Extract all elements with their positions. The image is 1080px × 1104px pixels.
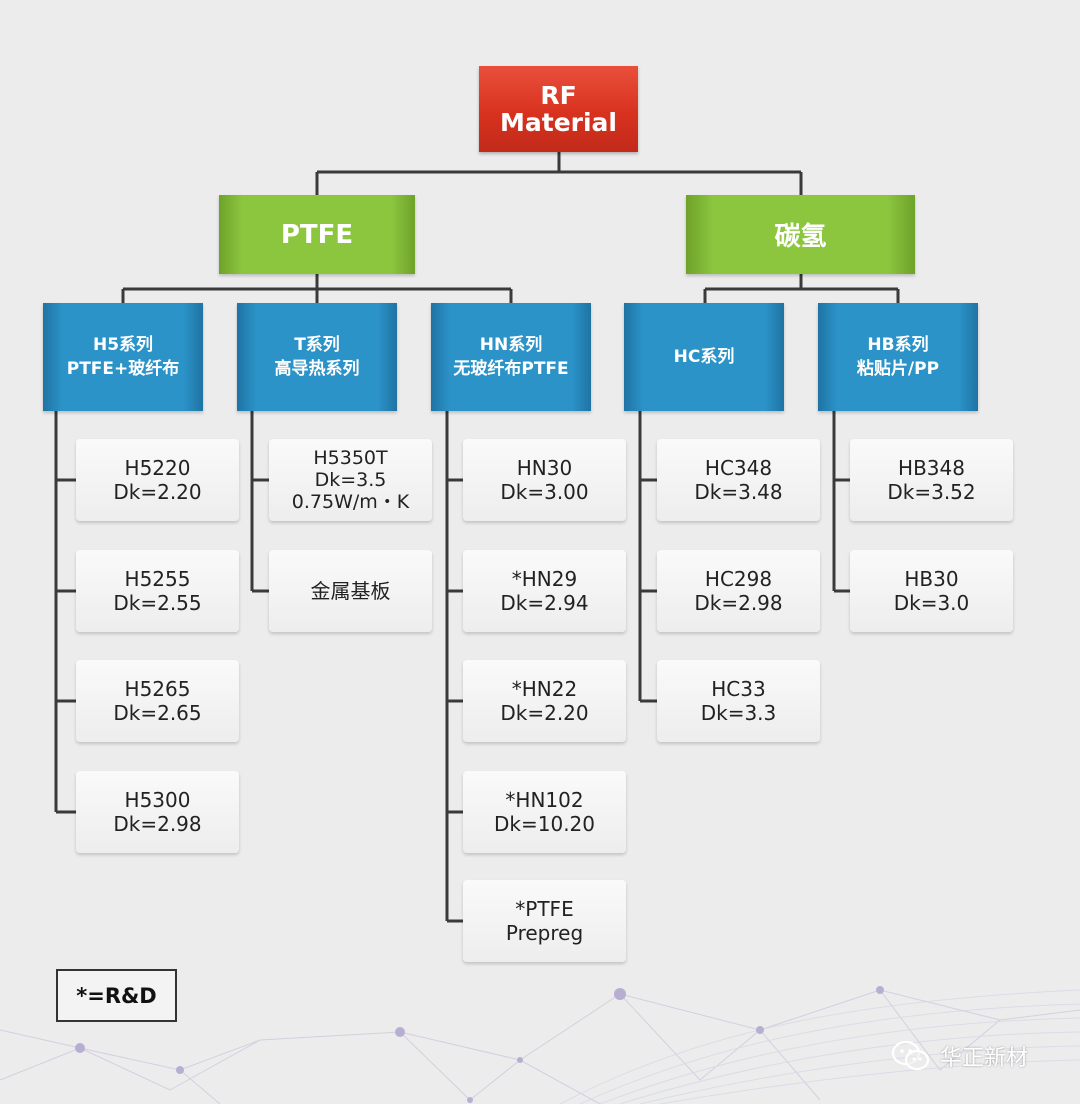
series-title: HB系列	[867, 335, 929, 355]
product-name: HB30	[904, 567, 959, 591]
product-dk: Dk=3.52	[887, 480, 976, 504]
product-dk: Prepreg	[505, 921, 584, 945]
product-thermal: 0.75W/m・K	[291, 491, 410, 513]
root-line-1: RF	[540, 81, 577, 110]
product-hn30: HN30 Dk=3.00	[463, 439, 626, 521]
product-name: *PTFE	[515, 897, 574, 921]
product-name: *HN29	[511, 567, 578, 591]
category-label: PTFE	[280, 219, 354, 250]
product-hb348: HB348 Dk=3.52	[850, 439, 1013, 521]
product-dk: Dk=2.98	[113, 812, 202, 836]
product-h5255: H5255 Dk=2.55	[76, 550, 239, 632]
series-subtitle: PTFE+玻纤布	[66, 359, 180, 379]
product-name: H5220	[124, 456, 191, 480]
product-hc348: HC348 Dk=3.48	[657, 439, 820, 521]
series-subtitle: 高导热系列	[274, 359, 360, 379]
wechat-icon	[892, 1040, 930, 1071]
series-title: HN系列	[479, 335, 543, 355]
series-title: H5系列	[92, 335, 154, 355]
brand-name: 华正新材	[940, 1046, 1029, 1071]
root-line-2: Material	[500, 108, 617, 137]
product-dk: Dk=3.3	[700, 701, 777, 725]
brand-watermark: 华正新材	[892, 1036, 1028, 1076]
product-dk: Dk=2.65	[113, 701, 202, 725]
series-title: T系列	[294, 335, 340, 355]
series-subtitle: 无玻纤布PTFE	[453, 359, 569, 379]
product-h5265: H5265 Dk=2.65	[76, 660, 239, 742]
product-name: HN30	[516, 456, 573, 480]
product-name: H5265	[124, 677, 191, 701]
product-dk: Dk=2.55	[113, 591, 202, 615]
product-dk: Dk=3.5	[314, 469, 387, 491]
product-metal-substrate: 金属基板	[269, 550, 432, 632]
background-network-decoration	[0, 986, 1080, 1104]
category-ptfe: PTFE	[219, 195, 415, 274]
product-hn29: *HN29 Dk=2.94	[463, 550, 626, 632]
product-name: *HN22	[511, 677, 578, 701]
product-name: H5300	[124, 788, 191, 812]
legend-rd-note: *=R&D	[56, 969, 177, 1022]
product-ptfe-prepreg: *PTFE Prepreg	[463, 880, 626, 962]
series-t: T系列 高导热系列	[237, 303, 397, 411]
product-hb30: HB30 Dk=3.0	[850, 550, 1013, 632]
product-dk: Dk=2.20	[500, 701, 589, 725]
series-hc: HC系列	[624, 303, 784, 411]
product-h5220: H5220 Dk=2.20	[76, 439, 239, 521]
product-name: 金属基板	[310, 579, 391, 603]
product-name: H5255	[124, 567, 191, 591]
product-hc298: HC298 Dk=2.98	[657, 550, 820, 632]
series-h5: H5系列 PTFE+玻纤布	[43, 303, 203, 411]
series-subtitle: 粘贴片/PP	[856, 359, 940, 379]
product-hn22: *HN22 Dk=2.20	[463, 660, 626, 742]
product-dk: Dk=2.98	[694, 591, 783, 615]
product-name: HC298	[704, 567, 773, 591]
product-h5300: H5300 Dk=2.98	[76, 771, 239, 853]
product-dk: Dk=3.0	[893, 591, 970, 615]
product-hn102: *HN102 Dk=10.20	[463, 771, 626, 853]
product-name: *HN102	[505, 788, 584, 812]
series-title: HC系列	[673, 347, 735, 367]
root-node-rf-material: RF Material	[479, 66, 638, 152]
category-label: 碳氢	[774, 222, 827, 252]
product-dk: Dk=10.20	[494, 812, 595, 836]
product-dk: Dk=3.00	[500, 480, 589, 504]
category-hydrocarbon: 碳氢	[686, 195, 915, 274]
product-name: HB348	[898, 456, 965, 480]
product-name: HC33	[711, 677, 766, 701]
product-dk: Dk=2.20	[113, 480, 202, 504]
product-dk: Dk=3.48	[694, 480, 783, 504]
series-hn: HN系列 无玻纤布PTFE	[431, 303, 591, 411]
product-name: HC348	[704, 456, 773, 480]
series-hb: HB系列 粘贴片/PP	[818, 303, 978, 411]
legend-text: *=R&D	[76, 983, 157, 1008]
product-dk: Dk=2.94	[500, 591, 589, 615]
product-h5350t: H5350T Dk=3.5 0.75W/m・K	[269, 439, 432, 521]
product-hc33: HC33 Dk=3.3	[657, 660, 820, 742]
product-name: H5350T	[313, 447, 388, 469]
